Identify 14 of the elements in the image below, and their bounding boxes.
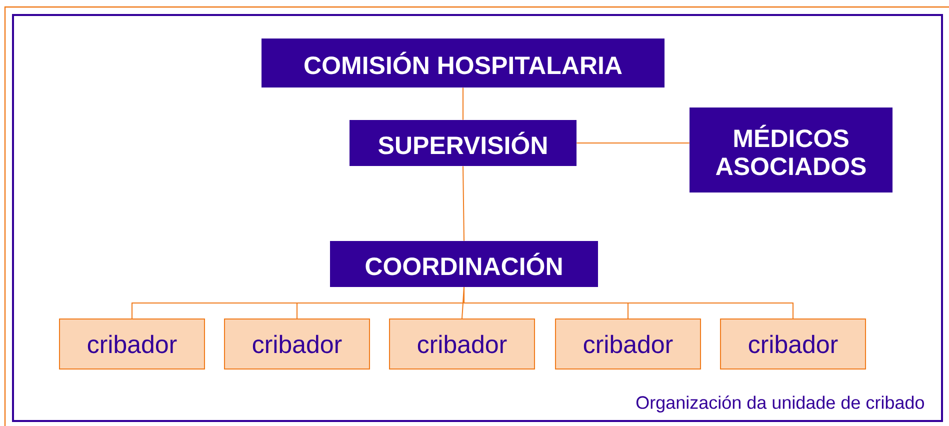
role-box: cribador	[720, 318, 866, 370]
caption: Organización da unidade de cribado	[636, 396, 924, 412]
connector-line	[576, 142, 690, 144]
role-box: cribador	[555, 318, 701, 370]
connector-line	[462, 166, 464, 242]
role-box: cribador	[224, 318, 370, 370]
title-box: COMISIÓN HOSPITALARIA	[262, 38, 664, 88]
connector-line	[462, 87, 464, 120]
connector-line	[464, 286, 794, 319]
title-box: COORDINACIÓN	[330, 241, 598, 287]
role-box: cribador	[389, 318, 535, 370]
title-box: MÉDICOS ASOCIADOS	[690, 108, 892, 192]
role-box: cribador	[59, 318, 205, 370]
title-box: SUPERVISIÓN	[350, 120, 576, 166]
